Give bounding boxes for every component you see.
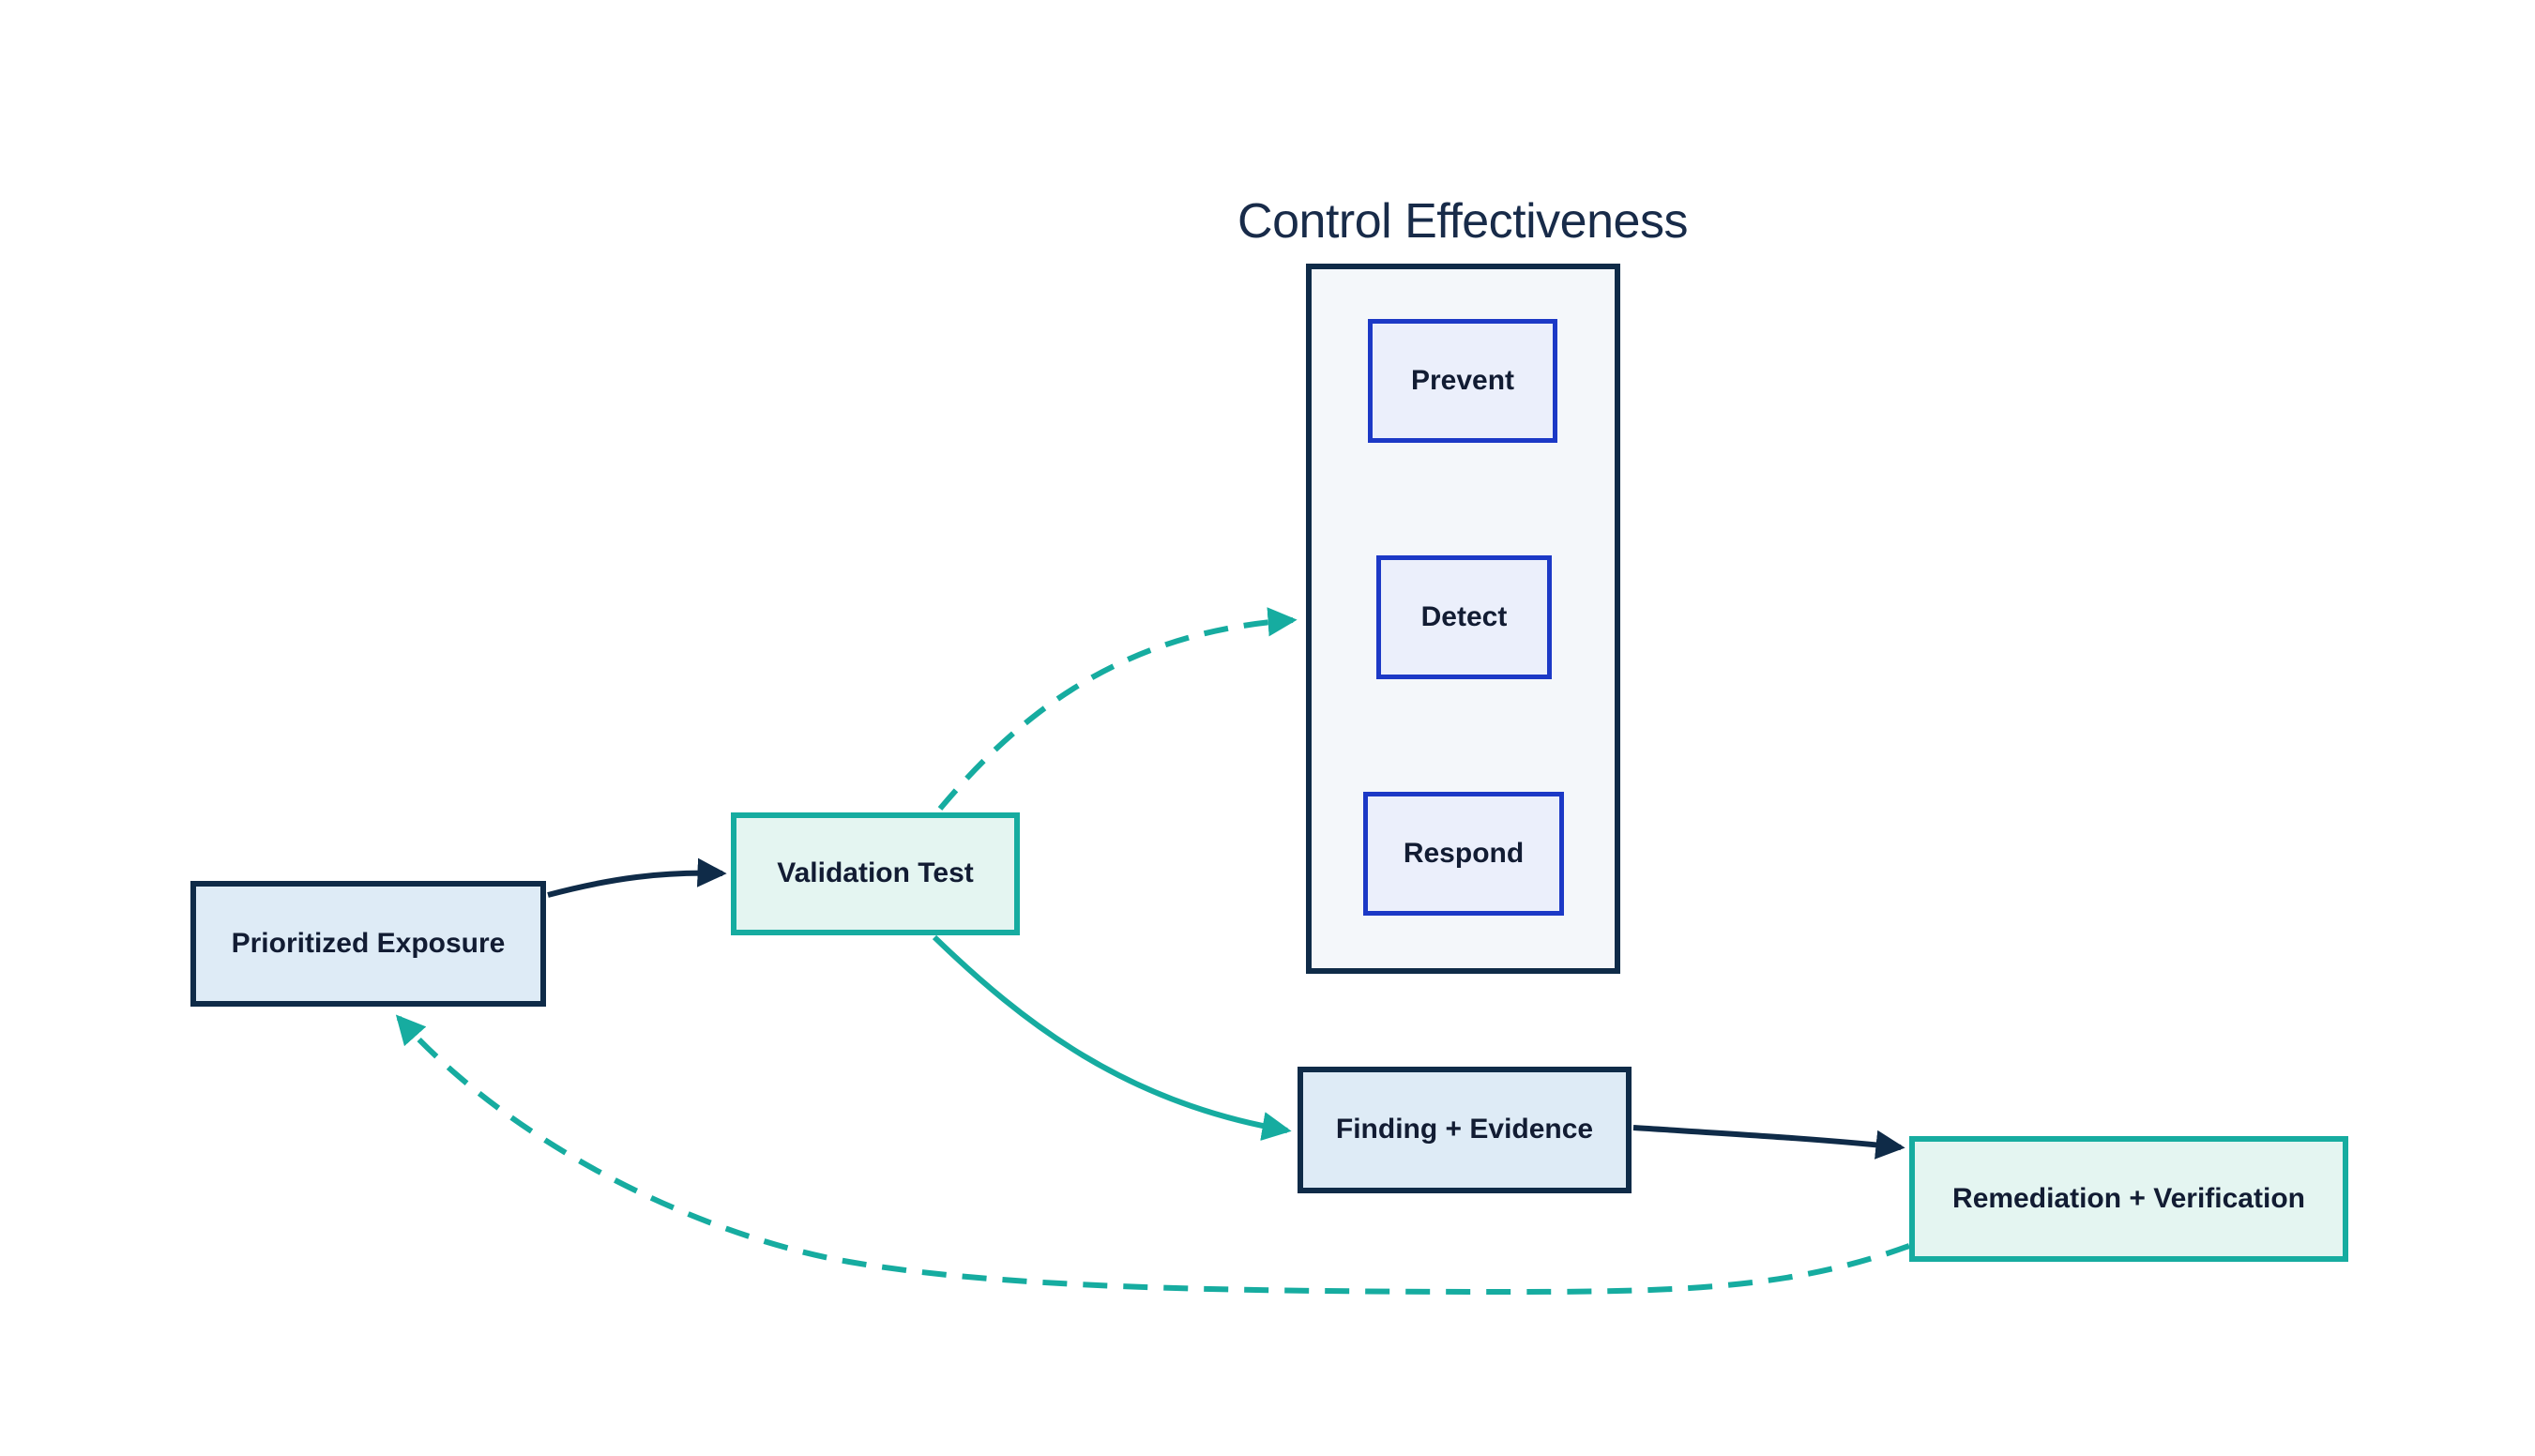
node-detect-label: Detect xyxy=(1420,600,1508,632)
edge-finding-to-remediation xyxy=(1632,1125,1905,1160)
edge-validation-to-finding xyxy=(932,934,1292,1141)
node-validation-test: Validation Test xyxy=(731,812,1020,935)
node-prioritized-exposure-label: Prioritized Exposure xyxy=(231,927,506,959)
node-finding-evidence: Finding + Evidence xyxy=(1298,1067,1632,1193)
edge-validation-to-detect xyxy=(937,607,1298,811)
node-respond: Respond xyxy=(1363,792,1564,916)
edge-remediation-to-prioritized xyxy=(395,1014,1911,1296)
edge-prioritized-to-validation xyxy=(547,857,727,898)
node-detect: Detect xyxy=(1376,555,1552,679)
node-prevent: Prevent xyxy=(1368,319,1557,443)
diagram-title: Control Effectiveness xyxy=(1237,194,1688,249)
node-finding-evidence-label: Finding + Evidence xyxy=(1335,1114,1594,1145)
node-remediation-verification: Remediation + Verification xyxy=(1909,1136,2348,1262)
node-prioritized-exposure: Prioritized Exposure xyxy=(190,881,546,1007)
node-remediation-verification-label: Remediation + Verification xyxy=(1952,1182,2305,1214)
node-respond-label: Respond xyxy=(1403,837,1525,869)
node-validation-test-label: Validation Test xyxy=(777,857,974,889)
node-prevent-label: Prevent xyxy=(1410,364,1515,396)
